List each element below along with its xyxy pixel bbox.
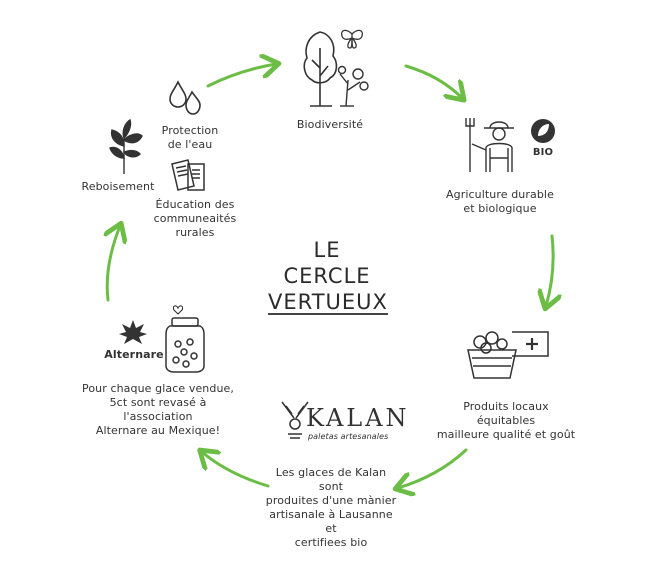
arrow-to-biodiversity <box>206 64 276 88</box>
education-line-1: Éducation des <box>155 198 235 211</box>
education-line-2: communeaités rurales <box>153 212 237 239</box>
label-kalan: Les glaces de Kalan sont produites d'une… <box>262 466 400 550</box>
arrow-to-agriculture <box>404 64 462 98</box>
tree-icon <box>303 31 338 107</box>
alternare-wordmark: Alternare <box>104 348 164 361</box>
fruit-plant-icon <box>337 65 369 107</box>
bio-badge: BIO <box>532 147 554 158</box>
protection-line-2: de l'eau <box>167 138 213 151</box>
kalan-line-3: artisanale à Lausanne et <box>269 508 393 535</box>
label-biodiversite: Biodiversité <box>296 118 364 131</box>
label-protection: Protection de l'eau <box>155 124 225 152</box>
glace-line-1: Pour chaque glace vendue, <box>82 382 234 395</box>
diagram-title: LE CERCLE VERTUEUX <box>268 237 388 315</box>
agriculture-line-2: et biologique <box>463 202 537 215</box>
kalan-line-4: certifiees bio <box>294 536 368 549</box>
glace-line-2: 5ct sont revasé à l'association <box>109 396 207 423</box>
title-line-2: VERTUEUX <box>268 290 388 314</box>
bio-leaf-icon <box>531 119 555 143</box>
label-education: Éducation des communeaités rurales <box>140 198 250 240</box>
kalan-wordmark: KALAN <box>306 404 410 432</box>
glace-line-3: Alternare au Mexique! <box>95 424 221 437</box>
label-reboisement: Reboisement <box>81 180 155 193</box>
kalan-line-1: Les glaces de Kalan sont <box>275 466 387 493</box>
arrow-to-produits <box>546 234 553 306</box>
arrow-to-reboisement <box>107 226 120 302</box>
alternare-leaf-icon <box>119 320 147 344</box>
fruit-basket-icon <box>467 331 549 379</box>
title-line-1: LE CERCLE <box>283 238 371 288</box>
protection-line-1: Protection <box>161 124 219 137</box>
water-drop-icon <box>169 80 201 115</box>
sapling-icon <box>109 118 143 174</box>
kalan-line-2: produites d'une mànier <box>265 494 397 507</box>
arrow-to-kalan <box>398 448 468 488</box>
title-underline <box>268 313 388 315</box>
agriculture-line-1: Agriculture durable <box>446 188 554 201</box>
label-agriculture: Agriculture durable et biologique <box>440 188 560 216</box>
butterfly-icon <box>340 29 364 49</box>
arrow-to-alternare <box>202 452 270 488</box>
kalan-logo-icon <box>281 401 309 439</box>
books-icon <box>171 159 205 191</box>
kalan-subtitle: paletas artesanales <box>308 432 389 441</box>
farmer-icon <box>465 118 514 172</box>
produits-line-1: Produits locaux équitables <box>463 400 549 427</box>
label-alternare: Pour chaque glace vendue, 5ct sont revas… <box>78 382 238 438</box>
jar-icon <box>165 305 205 373</box>
label-produits: Produits locaux équitables mailleure qua… <box>436 400 576 442</box>
produits-line-2: mailleure qualité et goût <box>436 428 576 441</box>
